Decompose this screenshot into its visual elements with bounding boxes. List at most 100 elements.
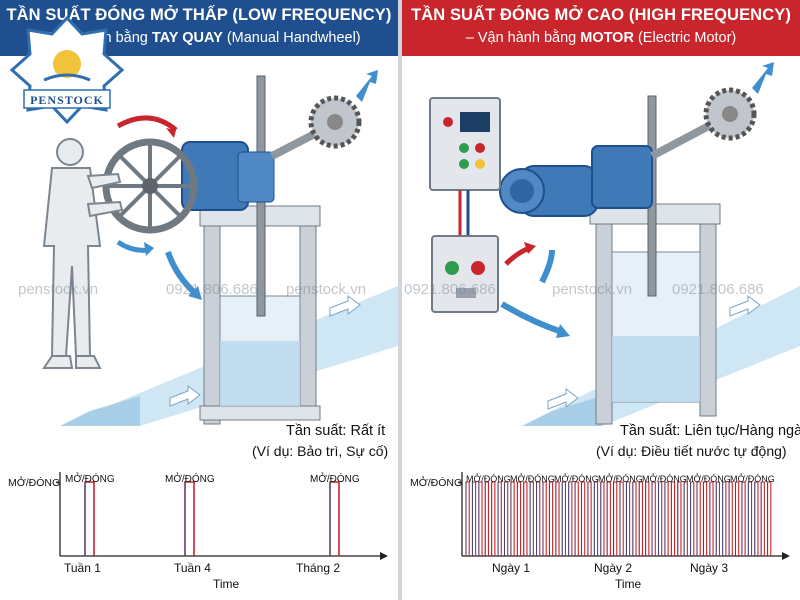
pulse — [536, 481, 541, 556]
penstock-logo: PENSTOCK — [9, 16, 125, 124]
pulse — [767, 481, 772, 556]
pulse — [491, 481, 496, 556]
flow-arrow-down — [500, 301, 563, 335]
gate-water — [612, 336, 700, 402]
pulse — [715, 481, 721, 556]
x-tick-label: Ngày 2 — [594, 561, 632, 575]
pulse — [670, 481, 676, 556]
watermark-5: penstock.vn — [552, 281, 633, 298]
pulse — [632, 481, 637, 556]
pulse — [613, 481, 618, 556]
gate-frame-left — [203, 213, 221, 425]
pulse — [478, 481, 483, 556]
pulse — [503, 481, 509, 556]
y-axis-label: MỞ/ĐÓNG — [410, 476, 462, 489]
drive-shaft — [650, 116, 722, 160]
pulse — [471, 481, 477, 556]
pulse — [683, 481, 688, 556]
pulse-label: MỞ/ĐÓNG — [510, 473, 555, 484]
header-high-frequency: TẦN SUẤT ĐÓNG MỞ CAO (HIGH FREQUENCY) – … — [402, 0, 800, 56]
motor-gearbox — [591, 145, 653, 209]
x-axis-label: Time — [213, 577, 240, 591]
pulse — [690, 481, 695, 556]
pulse-label: MỞ/ĐÓNG — [642, 473, 687, 484]
power-arrow — [504, 245, 531, 266]
pulse — [484, 481, 490, 556]
pulse-label: MỞ/ĐÓNG — [65, 472, 115, 485]
low-frequency-example: (Ví dụ: Bảo trì, Sự cố) — [252, 443, 389, 459]
title-high-frequency: TẦN SUẤT ĐÓNG MỞ CAO (HIGH FREQUENCY) — [411, 6, 791, 24]
cabinet-display — [460, 112, 490, 132]
pulse — [593, 481, 599, 556]
pulse — [587, 481, 592, 556]
gate-water — [220, 341, 300, 406]
panel-low-frequency: TẦN SUẤT ĐÓNG MỞ THẤP (LOW FREQUENCY) – … — [0, 0, 398, 600]
gate-frame-right — [699, 205, 717, 417]
panel-high-frequency: TẦN SUẤT ĐÓNG MỞ CAO (HIGH FREQUENCY) – … — [402, 0, 800, 600]
pulse — [523, 481, 528, 556]
panel-divider — [398, 0, 402, 600]
pulse — [722, 481, 727, 556]
local-control-box — [431, 235, 499, 313]
flow-arrow-right — [329, 295, 361, 317]
pulse — [696, 481, 701, 556]
pulse-label: MỞ/ĐÓNG — [730, 473, 775, 484]
up-arrow — [356, 70, 378, 102]
watermark-1: penstock.vn — [18, 281, 99, 298]
pulse-label: MỞ/ĐÓNG — [165, 472, 215, 485]
logo-sun — [53, 50, 81, 78]
pulse-label: MỞ/ĐÓNG — [686, 473, 731, 484]
pulse — [542, 481, 547, 556]
low-frequency-note: Tần suất: Rất ít — [286, 423, 386, 439]
operator-figure — [42, 138, 124, 369]
pulse — [606, 481, 611, 556]
pulse — [741, 481, 746, 556]
x-tick-label: Tuần 4 — [174, 561, 211, 575]
title-low-frequency: TẦN SUẤT ĐÓNG MỞ THẤP (LOW FREQUENCY) — [6, 6, 392, 24]
rotation-arrow-top — [116, 115, 178, 132]
x-axis-arrow — [380, 552, 388, 560]
pulse — [497, 481, 502, 556]
pulse — [754, 481, 759, 556]
pulse — [329, 481, 340, 556]
subtitle-bold: TAY QUAY — [151, 30, 223, 46]
y-axis-label: MỞ/ĐÓNG — [8, 476, 60, 489]
pulse-label: MỞ/ĐÓNG — [598, 473, 643, 484]
x-axis-label: Time — [615, 577, 642, 591]
watermark-3: penstock.vn — [286, 281, 367, 298]
pulse — [184, 481, 195, 556]
watermark-4: 0921.806.686 — [404, 281, 496, 298]
pulse — [638, 481, 644, 556]
high-frequency-example: (Ví dụ: Điều tiết nước tự động) — [596, 443, 787, 459]
gate-frame-left — [595, 213, 613, 425]
pulse — [747, 481, 753, 556]
subtitle-suffix: (Manual Handwheel) — [222, 30, 361, 46]
pulse — [568, 481, 573, 556]
pulse — [84, 481, 95, 556]
pulse — [625, 481, 631, 556]
x-axis-arrow — [782, 552, 790, 560]
pulse — [580, 481, 586, 556]
x-tick-label: Ngày 1 — [492, 561, 530, 575]
pulse — [657, 481, 663, 556]
x-tick-label: Ngày 3 — [690, 561, 728, 575]
handwheel-scene — [42, 70, 398, 426]
watermark-2: 0921.806.686 — [166, 281, 258, 298]
pulse — [728, 481, 733, 556]
pulse — [702, 481, 708, 556]
up-arrow — [752, 62, 774, 94]
pulse — [619, 481, 624, 556]
water-channel-side — [522, 396, 602, 426]
gate-frame-bottom — [199, 405, 321, 421]
gearbox-flange — [237, 151, 275, 203]
subtitle-bold: MOTOR — [580, 30, 634, 46]
flow-arrow-right — [729, 295, 761, 317]
pulse — [510, 481, 515, 556]
pulse — [677, 481, 682, 556]
flow-arrow-left — [169, 385, 201, 407]
pulse-label: MỞ/ĐÓNG — [310, 472, 360, 485]
motor-scene — [429, 62, 800, 426]
subtitle-suffix: (Electric Motor) — [633, 30, 737, 46]
